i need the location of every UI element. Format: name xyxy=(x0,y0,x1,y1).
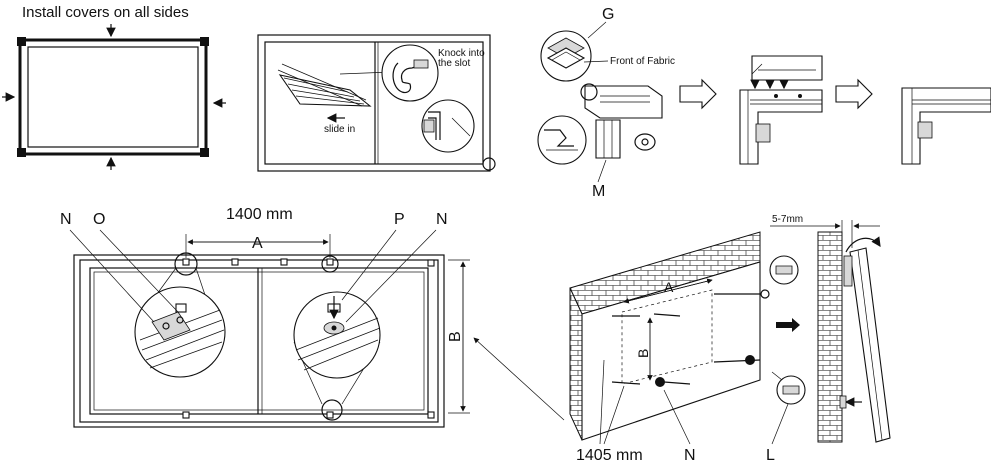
knock-label-2: the slot xyxy=(438,58,470,69)
dim-width-mm: 1400 mm xyxy=(226,206,293,223)
corner-marker xyxy=(482,157,496,171)
wall-1405mm: 1405 mm xyxy=(576,447,643,464)
label-p: P xyxy=(394,211,405,228)
frame-outer xyxy=(18,38,208,156)
panel-install-covers: Install covers on all sides xyxy=(2,4,226,170)
label-n-right: N xyxy=(436,211,448,228)
reference-arrow xyxy=(473,337,565,421)
zoom-right-bracket xyxy=(293,291,381,379)
step-arrow-3 xyxy=(776,318,800,332)
front-of-fabric-label: Front of Fabric xyxy=(610,56,675,67)
dim-a-label: A xyxy=(252,235,263,252)
panel1-title: Install covers on all sides xyxy=(22,4,189,21)
corner-covers xyxy=(17,37,209,157)
wall-face xyxy=(581,261,761,441)
panel-slide-in: slide in Knock into the slot xyxy=(257,34,496,172)
wall-screws xyxy=(611,289,770,387)
frame2-inner xyxy=(264,41,484,165)
cover-arrows xyxy=(2,24,226,170)
frame6-clips xyxy=(182,258,435,419)
label-g: G xyxy=(602,6,614,23)
label-m: M xyxy=(592,183,605,200)
panel-fabric: G Front of Fabric M xyxy=(537,6,675,200)
wall-dim-b: B xyxy=(635,349,651,358)
knock-label-1: Knock into xyxy=(438,48,485,59)
zoom-clip xyxy=(537,115,587,165)
step-arrow-1 xyxy=(679,78,717,110)
zoom-circle-slot xyxy=(381,44,439,102)
zoom-circle-corner xyxy=(421,99,475,153)
label-o: O xyxy=(93,211,105,228)
wall-label-n: N xyxy=(684,447,696,464)
panel-corner-done xyxy=(901,87,991,165)
frame6-outer xyxy=(73,254,445,428)
label-n-left: N xyxy=(60,211,72,228)
dim-b-label: B xyxy=(447,331,464,342)
wall-dim-a: A xyxy=(664,279,674,295)
panel-corner-insert xyxy=(739,55,823,165)
wall-label-l: L xyxy=(766,447,775,464)
step-arrow-2 xyxy=(835,78,873,110)
side-wall xyxy=(817,231,843,443)
frame-inner xyxy=(27,46,199,148)
frame2-outer xyxy=(257,34,491,172)
panel-wall-mount: A B 1405 mm N L xyxy=(569,214,891,464)
panel-frame-dimensions: A 1400 mm B N O P N xyxy=(60,206,470,428)
slide-in-label: slide in xyxy=(324,124,355,135)
gap-label: 5-7mm xyxy=(772,214,803,225)
rail-detail xyxy=(277,63,372,107)
